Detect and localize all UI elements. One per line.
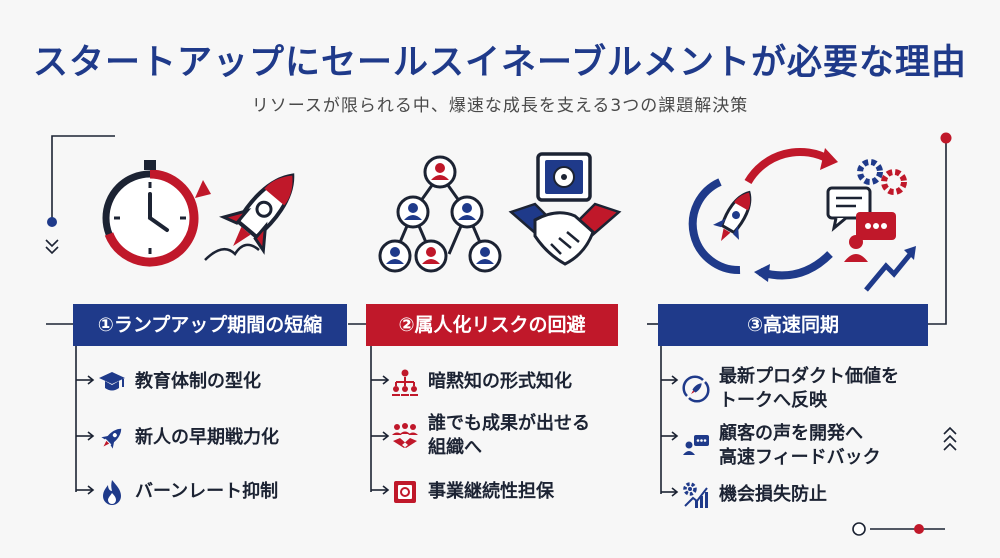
list-item: 誰でも成果が出せる 組織へ — [390, 412, 590, 460]
page-title: スタートアップにセールスイネーブルメントが必要な理由 — [33, 43, 967, 83]
rocket-illustration-icon — [219, 173, 295, 255]
header-siloing-risk: ②属人化リスクの回避 — [366, 304, 618, 346]
team-handshake-icon — [392, 423, 418, 448]
rocket-cycle-icon — [682, 375, 710, 403]
chat-bubbles-illustration-icon — [826, 186, 896, 262]
rocket-icon — [101, 428, 122, 449]
item-text-line: 顧客の声を開発へ — [719, 423, 863, 444]
safe-illustration-icon — [536, 152, 592, 202]
header-fast-sync: ③高速同期 — [658, 304, 928, 346]
org-chart-icon — [392, 369, 418, 396]
item-text-line: バーンレート抑制 — [135, 481, 279, 502]
flame-icon — [103, 480, 121, 505]
list-item: バーンレート抑制 — [97, 477, 278, 507]
list-item: 顧客の声を開発へ 高速フィードバック — [681, 422, 881, 470]
item-text-line: 新人の早期戦力化 — [135, 427, 279, 448]
item-text-line: 機会損失防止 — [719, 484, 827, 505]
item-text-line: 事業継続性担保 — [428, 481, 554, 502]
list-item: 最新プロダクト価値を トークへ反映 — [681, 365, 899, 413]
item-text-line: 教育体制の型化 — [135, 371, 261, 392]
network-safe-illustration — [378, 152, 622, 273]
person-node-icon — [378, 155, 502, 273]
list-item: 事業継続性担保 — [390, 477, 554, 507]
item-text-line: 暗黙知の形式知化 — [428, 371, 572, 392]
graduation-cap-icon — [99, 372, 125, 391]
handshake-illustration-icon — [508, 202, 622, 266]
page-subtitle: リソースが限られる中、爆速な成長を支える3つの課題解決策 — [251, 96, 749, 116]
item-text-line: 最新プロダクト価値を — [719, 366, 899, 387]
list-item: 機会損失防止 — [681, 480, 827, 510]
list-item: 暗黙知の形式知化 — [390, 367, 572, 397]
stopwatch-icon — [102, 160, 211, 267]
rocket-cycle-illustration-icon — [713, 190, 752, 242]
chat-user-icon — [683, 435, 709, 455]
clock-rocket-illustration — [102, 160, 295, 267]
gears-illustration-icon — [857, 159, 907, 195]
item-text-line: 高速フィードバック — [719, 447, 881, 468]
safe-icon — [394, 481, 416, 503]
list-item: 教育体制の型化 — [97, 367, 261, 397]
list-item: 新人の早期戦力化 — [97, 423, 279, 453]
item-text-line: 誰でも成果が出せる — [428, 413, 590, 434]
gear-chart-icon — [683, 482, 708, 508]
cycle-feedback-illustration — [688, 147, 916, 292]
item-text-line: トークへ反映 — [719, 390, 827, 411]
header-ramp-up: ①ランプアップ期間の短縮 — [73, 304, 347, 346]
item-text-line: 組織へ — [428, 437, 482, 458]
